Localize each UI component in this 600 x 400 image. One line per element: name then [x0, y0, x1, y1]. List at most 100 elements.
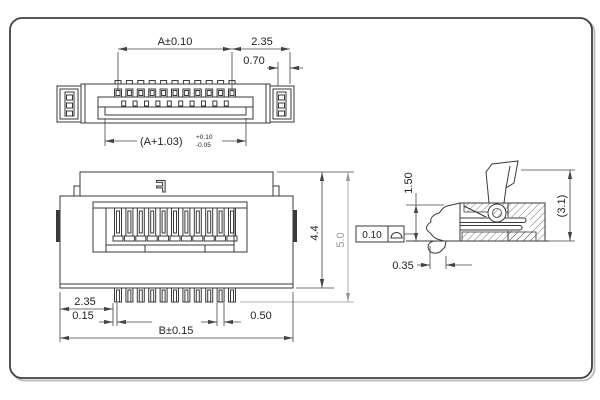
- top-contact-square-inner: [138, 90, 144, 96]
- dim-44: 4.4: [277, 171, 354, 289]
- side-front-foot: [427, 240, 447, 254]
- top-slot-tick: [132, 100, 138, 107]
- top-right-endcap: [265, 84, 295, 123]
- dim-235-top-label: 2.35: [251, 36, 272, 48]
- front-pin-inner: [116, 289, 120, 303]
- top-contact-square-inner: [149, 90, 155, 96]
- front-contact-foot: [146, 235, 158, 242]
- dim-015-label: 0.15: [72, 310, 93, 322]
- top-slot: [97, 96, 254, 120]
- front-contact-foot: [203, 235, 215, 242]
- front-pin-inner: [207, 289, 212, 303]
- front-contact-foot: [135, 235, 147, 242]
- front-contact-foot: [169, 235, 181, 242]
- top-edge-bump: [148, 80, 156, 85]
- top-slot-tick: [178, 100, 184, 107]
- front-pin-inner: [184, 289, 189, 303]
- dim-31: (3.1): [521, 169, 575, 242]
- top-contact-square-inner: [172, 90, 178, 96]
- front-contact-foot: [123, 235, 135, 242]
- top-contact-square-inner: [115, 90, 121, 96]
- top-contact-square-inner: [218, 90, 224, 96]
- front-pin-inner: [150, 289, 155, 303]
- top-slot-ticks: [121, 100, 229, 107]
- top-edge-bump: [182, 80, 190, 85]
- front-pin-inner: [195, 289, 200, 303]
- top-edge-bump: [194, 80, 202, 85]
- front-contact-foot: [215, 235, 227, 242]
- dim-150-label: 1.50: [403, 172, 415, 193]
- top-contact-square-inner: [206, 90, 212, 96]
- front-pin-inner: [173, 289, 177, 303]
- front-right-nail: [293, 210, 297, 242]
- top-view: A±0.10 2.35 0.70 (A+1.03) +0.10 -0.05: [56, 36, 303, 149]
- top-contact-square-inner: [161, 90, 167, 96]
- dim-035: 0.35: [392, 246, 472, 272]
- side-pivot-core: [492, 208, 502, 218]
- side-front-profile: [426, 202, 461, 242]
- top-edge-bump: [217, 80, 225, 85]
- dim-50-label: 5.0: [335, 232, 347, 247]
- dim-31-label: (3.1): [556, 195, 568, 218]
- front-view: F 4.4 5.0: [56, 171, 354, 342]
- top-left-endcap: [56, 84, 86, 123]
- dim-070: 0.70: [243, 55, 303, 86]
- front-contact-finger-inner: [218, 210, 223, 234]
- front-lid: [73, 171, 280, 197]
- top-edge-bump: [137, 80, 145, 85]
- front-contact-finger-inner: [173, 210, 177, 234]
- front-contact-finger-inner: [184, 210, 189, 234]
- front-contact-finger-inner: [195, 210, 200, 234]
- front-contact-foot: [112, 235, 124, 242]
- front-contact-foot: [180, 235, 192, 242]
- dim-44-label: 4.4: [309, 225, 321, 240]
- dim-a103-label: (A+1.03): [140, 136, 183, 148]
- front-contact-finger-inner: [207, 210, 212, 234]
- front-contact-finger-inner: [116, 210, 120, 234]
- front-contact-foot: [192, 235, 204, 242]
- top-contact-square-inner: [195, 90, 201, 96]
- dim-035-label: 0.35: [392, 260, 413, 272]
- top-contact-square-inner: [229, 90, 235, 96]
- front-pin-inner: [161, 289, 166, 303]
- top-contact-square-inner: [126, 90, 132, 96]
- front-contact-finger-inner: [127, 210, 132, 234]
- profile-of-surface-icon: [390, 232, 403, 239]
- top-slot-tick: [223, 100, 229, 107]
- front-left-nail: [56, 210, 60, 242]
- front-pin-inner: [138, 289, 143, 303]
- side-hatch-bottom: [461, 231, 537, 242]
- top-edge-bump: [160, 80, 168, 85]
- top-edge-bump: [171, 80, 179, 85]
- top-slot-tick: [189, 100, 195, 107]
- dim-050: 0.50: [201, 303, 272, 326]
- dim-a103-tol-minus: -0.05: [196, 142, 211, 149]
- dim-235-front: 2.35: [59, 292, 114, 342]
- front-contact-finger-inner: [161, 210, 166, 234]
- dim-a103: (A+1.03) +0.10 -0.05: [104, 118, 247, 149]
- fcf-coplanarity: 0.10: [355, 225, 416, 243]
- front-contact-foot: [226, 235, 238, 242]
- dim-070-label: 0.70: [243, 55, 264, 67]
- top-slot-tick: [212, 100, 218, 107]
- front-cavity: [92, 201, 248, 253]
- top-contact-square-inner: [183, 90, 189, 96]
- front-contact-finger-inner: [150, 210, 155, 234]
- front-contacts: [112, 207, 238, 242]
- side-lever: [485, 160, 519, 204]
- dim-a103-tol-plus: +0.10: [196, 134, 213, 141]
- top-slot-tick: [166, 100, 172, 107]
- top-slot-tick: [121, 100, 127, 107]
- front-contact-finger-inner: [230, 210, 234, 234]
- front-contact-foot: [158, 235, 170, 242]
- top-slot-tick: [201, 100, 206, 107]
- front-contact-finger-inner: [138, 210, 143, 234]
- dim-a-label: A±0.10: [158, 36, 193, 48]
- dim-b: B±0.15: [60, 292, 294, 342]
- front-solder-pins: [114, 287, 236, 303]
- dim-015: 0.15: [72, 303, 152, 326]
- dim-b-label: B±0.15: [159, 325, 194, 337]
- fcf-value-label: 0.10: [362, 230, 382, 241]
